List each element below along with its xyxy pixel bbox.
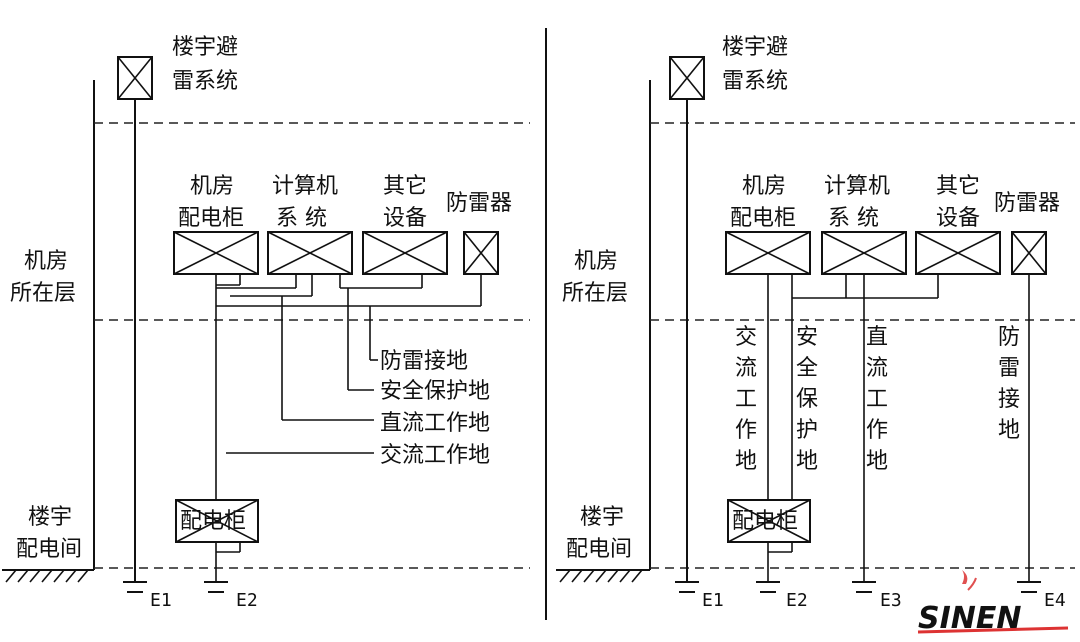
vlabel-dc-work-char: 工 (866, 387, 888, 412)
equip-label-r1b: 系 统 (828, 206, 879, 231)
ground-hatch-right (559, 569, 643, 583)
vlabel-dc-work-char: 地 (866, 449, 888, 474)
equip-box-surge-protector-right (1011, 231, 1047, 275)
floor-label-r2: 所在层 (562, 281, 628, 306)
vlabel-ac-work-char: 工 (735, 387, 757, 412)
floor-label-1: 机房 (24, 249, 68, 274)
left-diagram: 楼宇避 雷系统 机房 所在层 楼宇 配电间 机房 配电柜 计算机 系 统 其它 … (2, 35, 530, 611)
right-diagram: 楼宇避 雷系统 机房 所在层 楼宇 配电间 机房 配电柜 计算机 系 统 其它 … (556, 35, 1075, 611)
vlabel-safety-char: 全 (796, 356, 818, 381)
ground-symbol-r-e2 (756, 581, 780, 593)
ground-mark-r-e2: E2 (786, 590, 808, 611)
equip-label-3: 防雷器 (446, 191, 512, 216)
vlabel-ac-work-char: 流 (735, 356, 757, 381)
equip-label-0b: 配电柜 (178, 206, 244, 231)
equip-label-r0a: 机房 (742, 174, 786, 199)
ground-symbol-e2 (204, 581, 228, 593)
vlabel-safety-char: 保 (796, 387, 818, 412)
vlabel-dc-work-char: 直 (866, 325, 888, 350)
ground-mark-e2: E2 (236, 590, 258, 611)
lightning-system-label-1: 楼宇避 (172, 35, 238, 60)
vlabel-lightning-char: 地 (998, 418, 1020, 443)
ground-symbol-r-e4 (1017, 581, 1041, 593)
equip-box-computer (267, 231, 353, 275)
vlabel-ac-work-char: 地 (735, 449, 757, 474)
right-wiring (767, 274, 1030, 582)
ground-type-dc: 直流工作地 (380, 411, 490, 436)
equip-box-dist-cabinet-right (725, 231, 811, 275)
ground-mark-r-e1: E1 (702, 590, 724, 611)
vlabel-dc-work-char: 流 (866, 356, 888, 381)
equip-label-2a: 其它 (383, 174, 427, 199)
floor-label-r1: 机房 (574, 249, 618, 274)
dist-room-label-r2: 配电间 (566, 537, 632, 562)
vlabel-lightning: 防雷接地 (998, 325, 1020, 443)
equip-box-surge-protector (463, 231, 499, 275)
equip-label-r2b: 设备 (936, 206, 980, 231)
lightning-system-label-r1: 楼宇避 (722, 35, 788, 60)
equip-box-computer-right (821, 231, 907, 275)
lightning-system-label-r2: 雷系统 (722, 69, 788, 94)
vlabel-lightning-char: 雷 (998, 356, 1020, 381)
dist-room-label-1: 楼宇 (28, 505, 72, 530)
equip-label-r2a: 其它 (936, 174, 980, 199)
vlabel-lightning-char: 防 (998, 325, 1020, 350)
floor-label-2: 所在层 (10, 281, 76, 306)
ground-symbol-r-e1 (675, 581, 699, 593)
sinen-logo: SINEN (917, 570, 1069, 636)
ground-mark-e1: E1 (150, 590, 172, 611)
ground-type-lightning: 防雷接地 (380, 349, 468, 374)
equip-box-other-right (915, 231, 1001, 275)
vlabel-safety: 安全保护地 (796, 325, 818, 474)
vlabel-ac-work-char: 作 (735, 418, 757, 443)
ground-type-safety: 安全保护地 (380, 379, 490, 404)
equip-label-2b: 设备 (383, 206, 427, 231)
equip-box-dist-cabinet (173, 231, 259, 275)
cabinet-label-right: 配电柜 (732, 509, 798, 534)
equip-label-r3: 防雷器 (994, 191, 1060, 216)
vlabel-dc-work: 直流工作地 (866, 325, 888, 474)
equip-label-0a: 机房 (190, 174, 234, 199)
equip-box-other (362, 231, 448, 275)
ground-symbol-e1 (123, 581, 147, 593)
dist-cabinet-left: 配电柜 (175, 499, 259, 543)
equip-label-1b: 系 统 (276, 206, 327, 231)
dist-room-label-2: 配电间 (16, 537, 82, 562)
equip-label-r0b: 配电柜 (730, 206, 796, 231)
vlabel-safety-char: 地 (796, 449, 818, 474)
ground-mark-r-e3: E3 (880, 590, 902, 611)
ground-mark-r-e4: E4 (1044, 590, 1066, 611)
left-wiring (215, 274, 482, 500)
equip-label-1a: 计算机 (272, 174, 338, 199)
vlabel-ac-work-char: 交 (735, 325, 757, 350)
vlabel-ac-work: 交流工作地 (735, 325, 757, 474)
dist-cabinet-right: 配电柜 (727, 499, 811, 543)
lightning-system-label-2: 雷系统 (172, 69, 238, 94)
vlabel-safety-char: 护 (796, 418, 818, 443)
vlabel-dc-work-char: 作 (866, 418, 888, 443)
vlabel-safety-char: 安 (796, 325, 818, 350)
dist-room-label-r1: 楼宇 (580, 505, 624, 530)
ground-symbol-r-e3 (852, 581, 876, 593)
vlabel-lightning-char: 接 (998, 387, 1020, 412)
equip-label-r1a: 计算机 (824, 174, 890, 199)
ground-type-ac: 交流工作地 (380, 443, 490, 468)
ground-hatch-left (5, 569, 89, 583)
cabinet-label-left: 配电柜 (180, 509, 246, 534)
